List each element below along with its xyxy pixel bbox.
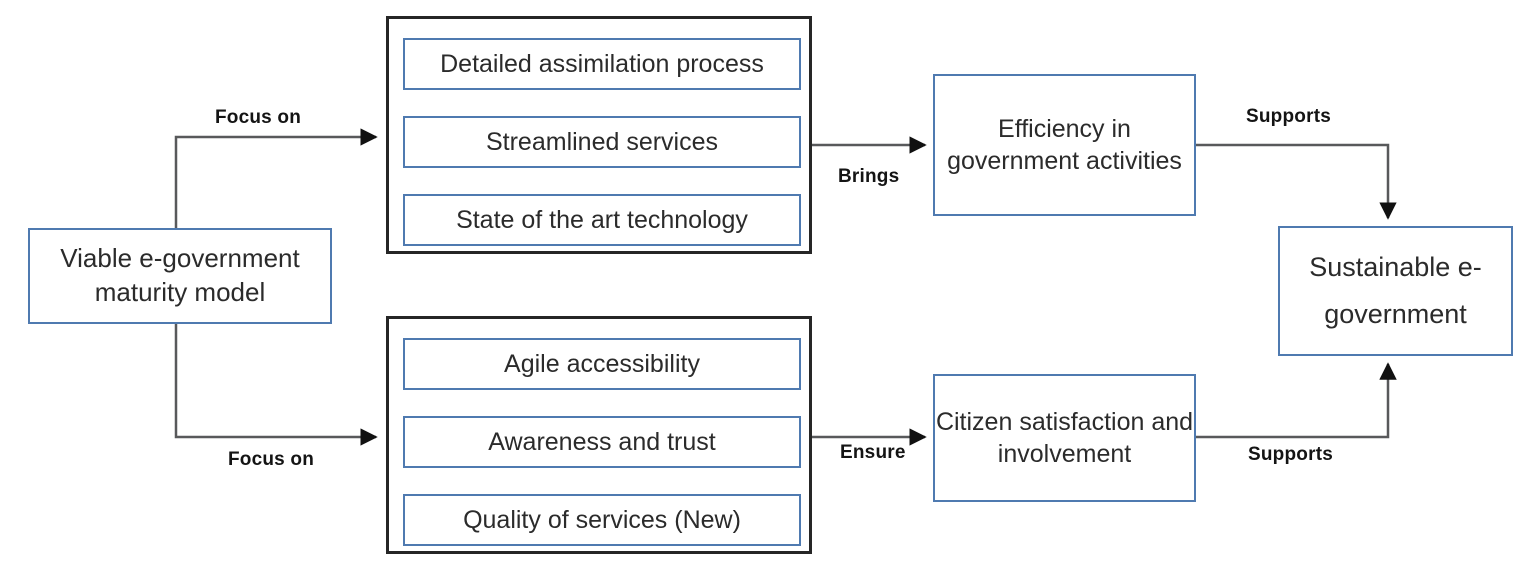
group-bottom-item-3-label: Quality of services (New) — [463, 505, 741, 534]
node-citizen-satisfaction-and-involvement[interactable]: Citizen satisfaction and involvement — [933, 374, 1196, 502]
edge-label-ensure: Ensure — [840, 442, 906, 463]
group-top-item-1[interactable]: Detailed assimilation process — [403, 38, 801, 90]
node-label: Efficiency in government activities — [947, 114, 1182, 176]
group-bottom-item-3[interactable]: Quality of services (New) — [403, 494, 801, 546]
group-bottom-item-1[interactable]: Agile accessibility — [403, 338, 801, 390]
group-top-item-2[interactable]: Streamlined services — [403, 116, 801, 168]
group-bottom-container: Agile accessibility Awareness and trust … — [386, 316, 812, 554]
edge-supports-bottom — [1196, 362, 1397, 439]
edge-label-supports-top: Supports — [1246, 106, 1331, 127]
edge-label-focus-on-bottom: Focus on — [228, 449, 315, 470]
edge-label-brings: Brings — [838, 166, 900, 187]
group-bottom-item-1-label: Agile accessibility — [504, 349, 700, 378]
group-top-item-1-label: Detailed assimilation process — [440, 49, 764, 78]
edge-label-supports-bottom: Supports — [1248, 444, 1333, 465]
node-label: Citizen satisfaction and involvement — [935, 407, 1194, 469]
group-top-item-3-label: State of the art technology — [456, 205, 748, 234]
group-top-item-2-label: Streamlined services — [485, 127, 719, 156]
node-label: Viable e-government maturity model — [60, 243, 300, 307]
node-sustainable-egovernment[interactable]: Sustainable e-government — [1278, 226, 1513, 356]
edge-label-focus-on-top: Focus on — [215, 107, 302, 128]
node-efficiency-in-government-activities[interactable]: Efficiency in government activities — [933, 74, 1196, 216]
edge-supports-top — [1196, 143, 1397, 220]
node-viable-egovernment-maturity-model[interactable]: Viable e-government maturity model — [28, 228, 332, 324]
node-label: Sustainable e-government — [1309, 251, 1482, 329]
group-bottom-item-2[interactable]: Awareness and trust — [403, 416, 801, 468]
group-top-item-3[interactable]: State of the art technology — [403, 194, 801, 246]
group-top-container: Detailed assimilation process Streamline… — [386, 16, 812, 254]
group-bottom-item-2-label: Awareness and trust — [488, 427, 716, 456]
